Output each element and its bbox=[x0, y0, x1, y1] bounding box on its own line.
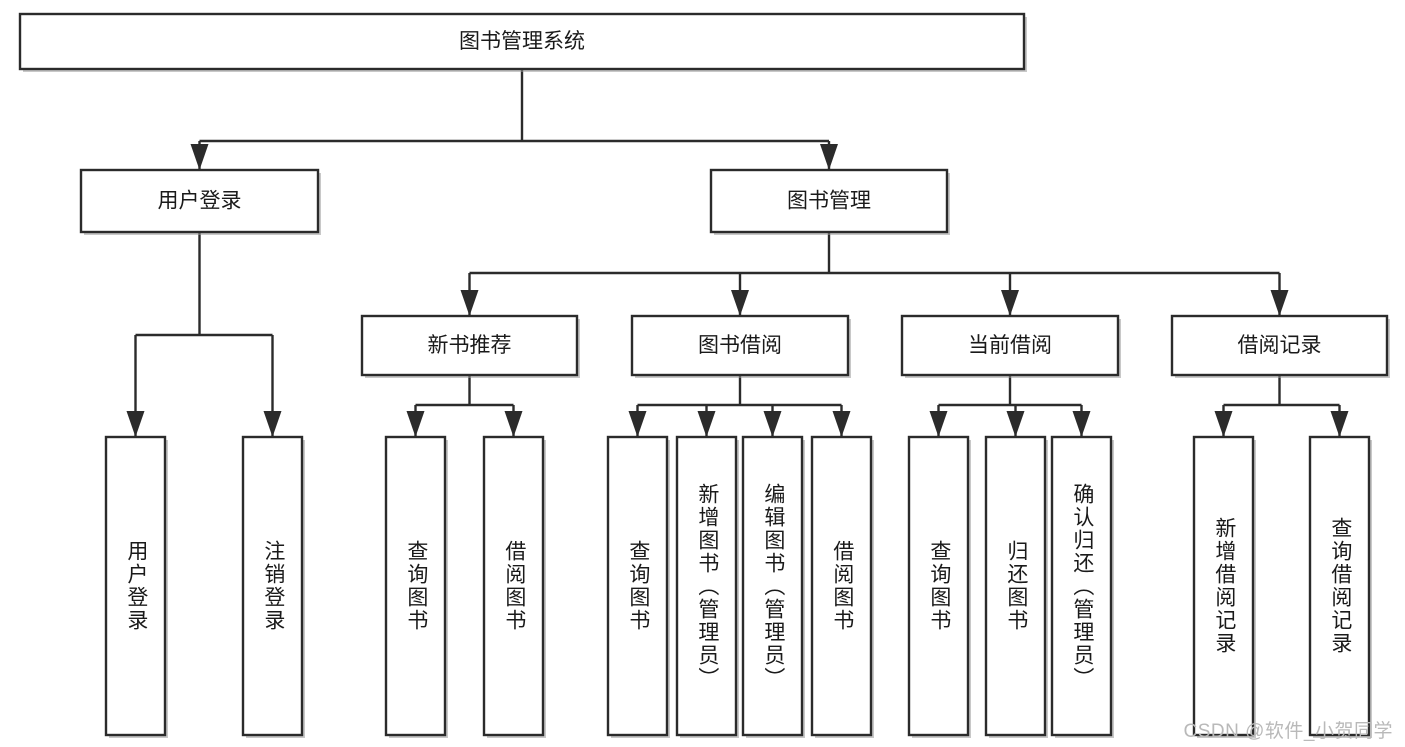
connector-arrowhead bbox=[190, 144, 209, 170]
connector-arrowhead bbox=[731, 290, 749, 316]
node-box-leaf-user-login[interactable] bbox=[104, 435, 167, 737]
connector-arrowhead bbox=[1006, 411, 1025, 437]
node-box-root[interactable] bbox=[18, 12, 1026, 71]
node-box-current-borrow[interactable] bbox=[900, 314, 1120, 377]
node-label-borrow-record: 借阅记录 bbox=[1238, 334, 1322, 357]
connector-arrowhead bbox=[1072, 411, 1091, 437]
connector-arrowhead bbox=[929, 411, 948, 437]
node-box-leaf-cur-query-book[interactable] bbox=[907, 435, 970, 737]
node-box-borrow-record[interactable] bbox=[1170, 314, 1389, 377]
node-label-root: 图书管理系统 bbox=[459, 30, 585, 53]
node-box-leaf-rec-query-book[interactable] bbox=[384, 435, 447, 737]
node-label-book-borrow: 图书借阅 bbox=[698, 334, 782, 357]
node-box-leaf-borrow-add-book[interactable] bbox=[675, 435, 738, 737]
connector-arrowhead bbox=[263, 411, 282, 437]
node-box-leaf-rec-query-record[interactable] bbox=[1308, 435, 1371, 737]
connector-arrowhead bbox=[1330, 411, 1349, 437]
connector-arrowhead bbox=[460, 290, 479, 316]
connector-arrowhead bbox=[763, 411, 782, 437]
node-box-leaf-borrow-borrow-book[interactable] bbox=[810, 435, 873, 737]
node-box-leaf-rec-borrow-book[interactable] bbox=[482, 435, 545, 737]
node-label-book-manage: 图书管理 bbox=[787, 190, 871, 213]
node-box-leaf-rec-add-record[interactable] bbox=[1192, 435, 1255, 737]
node-label-current-borrow: 当前借阅 bbox=[968, 334, 1052, 357]
node-box-leaf-cur-return-book[interactable] bbox=[984, 435, 1047, 737]
node-box-book-borrow[interactable] bbox=[630, 314, 850, 377]
connector-arrowhead bbox=[628, 411, 647, 437]
node-box-leaf-borrow-query-book[interactable] bbox=[606, 435, 669, 737]
connector-layer bbox=[126, 69, 1349, 437]
connector-arrowhead bbox=[820, 144, 838, 170]
connector-arrowhead bbox=[1001, 290, 1019, 316]
node-box-new-book-rec[interactable] bbox=[360, 314, 579, 377]
connector-arrowhead bbox=[697, 411, 716, 437]
node-box-user-login[interactable] bbox=[79, 168, 320, 234]
connector-arrowhead bbox=[406, 411, 425, 437]
connector-arrowhead bbox=[832, 411, 851, 437]
node-box-layer bbox=[18, 12, 1390, 738]
node-box-book-manage[interactable] bbox=[709, 168, 949, 234]
connector-arrowhead bbox=[1214, 411, 1233, 437]
node-box-leaf-cur-confirm-return[interactable] bbox=[1050, 435, 1113, 737]
node-box-leaf-borrow-edit-book[interactable] bbox=[741, 435, 804, 737]
connector-arrowhead bbox=[1270, 290, 1289, 316]
node-box-leaf-user-logout[interactable] bbox=[241, 435, 304, 737]
node-label-user-login: 用户登录 bbox=[158, 190, 242, 213]
connector-arrowhead bbox=[126, 411, 145, 437]
watermark: CSDN @软件_小贺同学 bbox=[1183, 721, 1393, 742]
connector-arrowhead bbox=[504, 411, 523, 437]
node-label-new-book-rec: 新书推荐 bbox=[428, 334, 512, 357]
